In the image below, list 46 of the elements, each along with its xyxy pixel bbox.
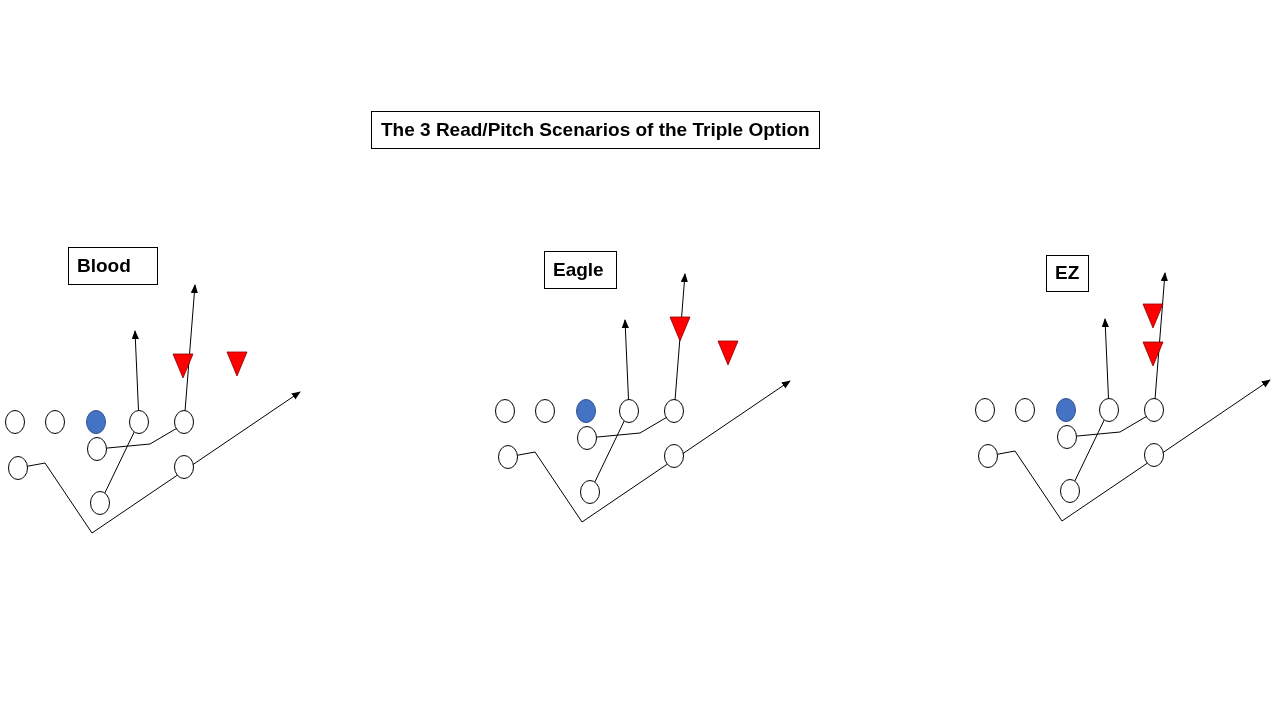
- player-circle: [535, 399, 555, 423]
- defender-triangle: [669, 316, 691, 342]
- route-arrow: [996, 379, 1271, 522]
- player-circle: [1060, 479, 1080, 503]
- route-arrow: [595, 273, 688, 438]
- defender-triangle: [1142, 303, 1164, 329]
- player-circle: [1056, 398, 1076, 422]
- player-circle: [664, 444, 684, 468]
- player-circle: [1057, 425, 1077, 449]
- defender-triangle: [172, 353, 194, 379]
- defender-triangle: [226, 351, 248, 377]
- route-arrow: [1075, 272, 1168, 437]
- defender-triangle: [1142, 341, 1164, 367]
- player-circle: [664, 399, 684, 423]
- player-circle: [90, 491, 110, 515]
- route-arrow: [1074, 318, 1110, 482]
- play-label: EZ: [1046, 255, 1089, 292]
- player-circle: [174, 455, 194, 479]
- route-arrow: [594, 319, 630, 483]
- player-circle: [5, 410, 25, 434]
- diagram-title: The 3 Read/Pitch Scenarios of the Triple Option: [371, 111, 820, 149]
- player-circle: [129, 410, 149, 434]
- defender-triangle: [717, 340, 739, 366]
- player-circle: [1015, 398, 1035, 422]
- route-arrow: [516, 380, 791, 523]
- player-circle: [619, 399, 639, 423]
- player-circle: [174, 410, 194, 434]
- player-circle: [577, 426, 597, 450]
- player-circle: [978, 444, 998, 468]
- route-arrow: [104, 330, 140, 494]
- player-circle: [498, 445, 518, 469]
- player-circle: [8, 456, 28, 480]
- player-circle: [495, 399, 515, 423]
- player-circle: [87, 437, 107, 461]
- player-circle: [576, 399, 596, 423]
- player-circle: [1144, 398, 1164, 422]
- route-arrow: [26, 391, 301, 534]
- player-circle: [45, 410, 65, 434]
- player-circle: [975, 398, 995, 422]
- player-circle: [580, 480, 600, 504]
- play-label: Eagle: [544, 251, 617, 289]
- player-circle: [86, 410, 106, 434]
- route-arrow: [105, 284, 198, 449]
- player-circle: [1144, 443, 1164, 467]
- play-label: Blood: [68, 247, 158, 285]
- player-circle: [1099, 398, 1119, 422]
